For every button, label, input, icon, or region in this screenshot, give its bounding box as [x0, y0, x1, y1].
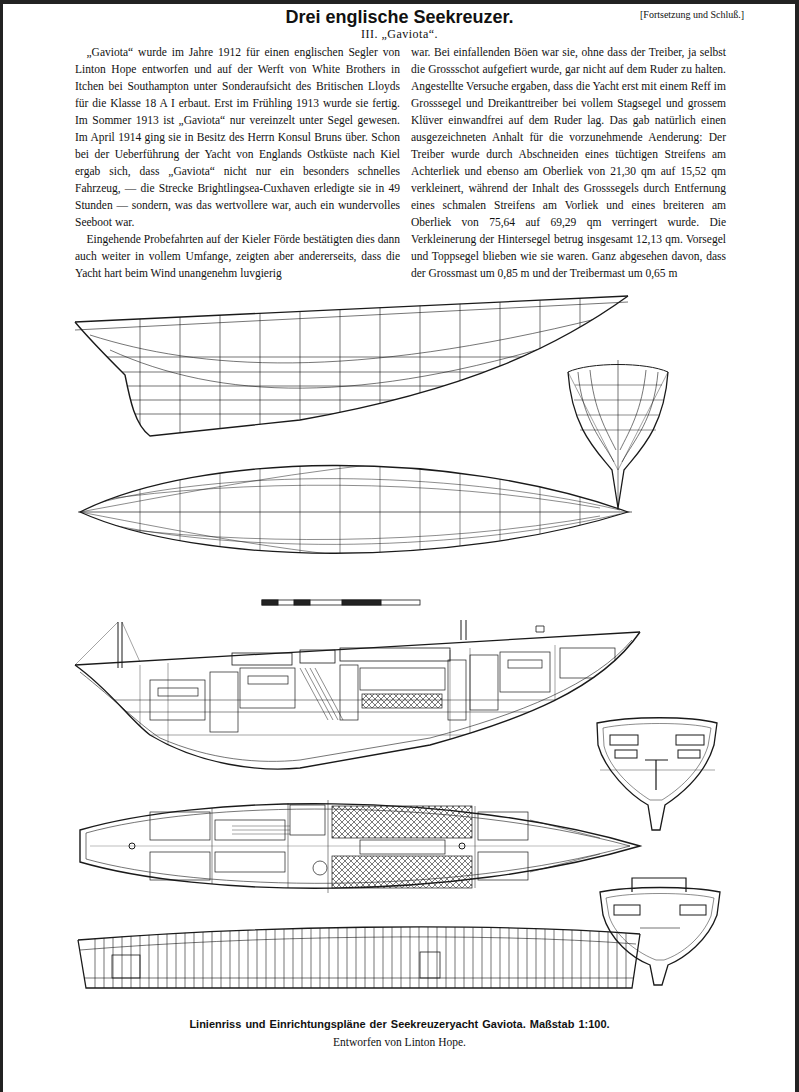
interior-profile: [75, 620, 640, 769]
half-breadth-plan: [78, 440, 632, 580]
text-column: „Gaviota“ wurde im Jahre 1912 für einen …: [75, 44, 400, 282]
body-paragraph: war. Bei einfallenden Böen war sie, ohne…: [411, 44, 726, 282]
lines-profile: [60, 290, 640, 440]
body-plan: [568, 360, 668, 510]
scale-bar: [262, 600, 420, 605]
figure-caption: Linienriss und Einrichtungspläne der See…: [0, 1017, 799, 1031]
subtitle: III. „Gaviota“.: [0, 27, 799, 42]
construction-profile: [78, 920, 640, 990]
cross-section: [597, 718, 717, 830]
body-paragraph: „Gaviota“ wurde im Jahre 1912 für einen …: [75, 44, 400, 231]
cross-section: [600, 878, 720, 985]
text-column: war. Bei einfallenden Böen war sie, ohne…: [411, 44, 726, 282]
body-paragraph: Eingehende Probefahrten auf der Kieler F…: [75, 231, 400, 282]
continuation-note: [Fortsetzung und Schluß.]: [640, 9, 744, 21]
designer-credit: Entworfen von Linton Hope.: [0, 1035, 799, 1049]
accommodation-plan: [80, 800, 640, 893]
